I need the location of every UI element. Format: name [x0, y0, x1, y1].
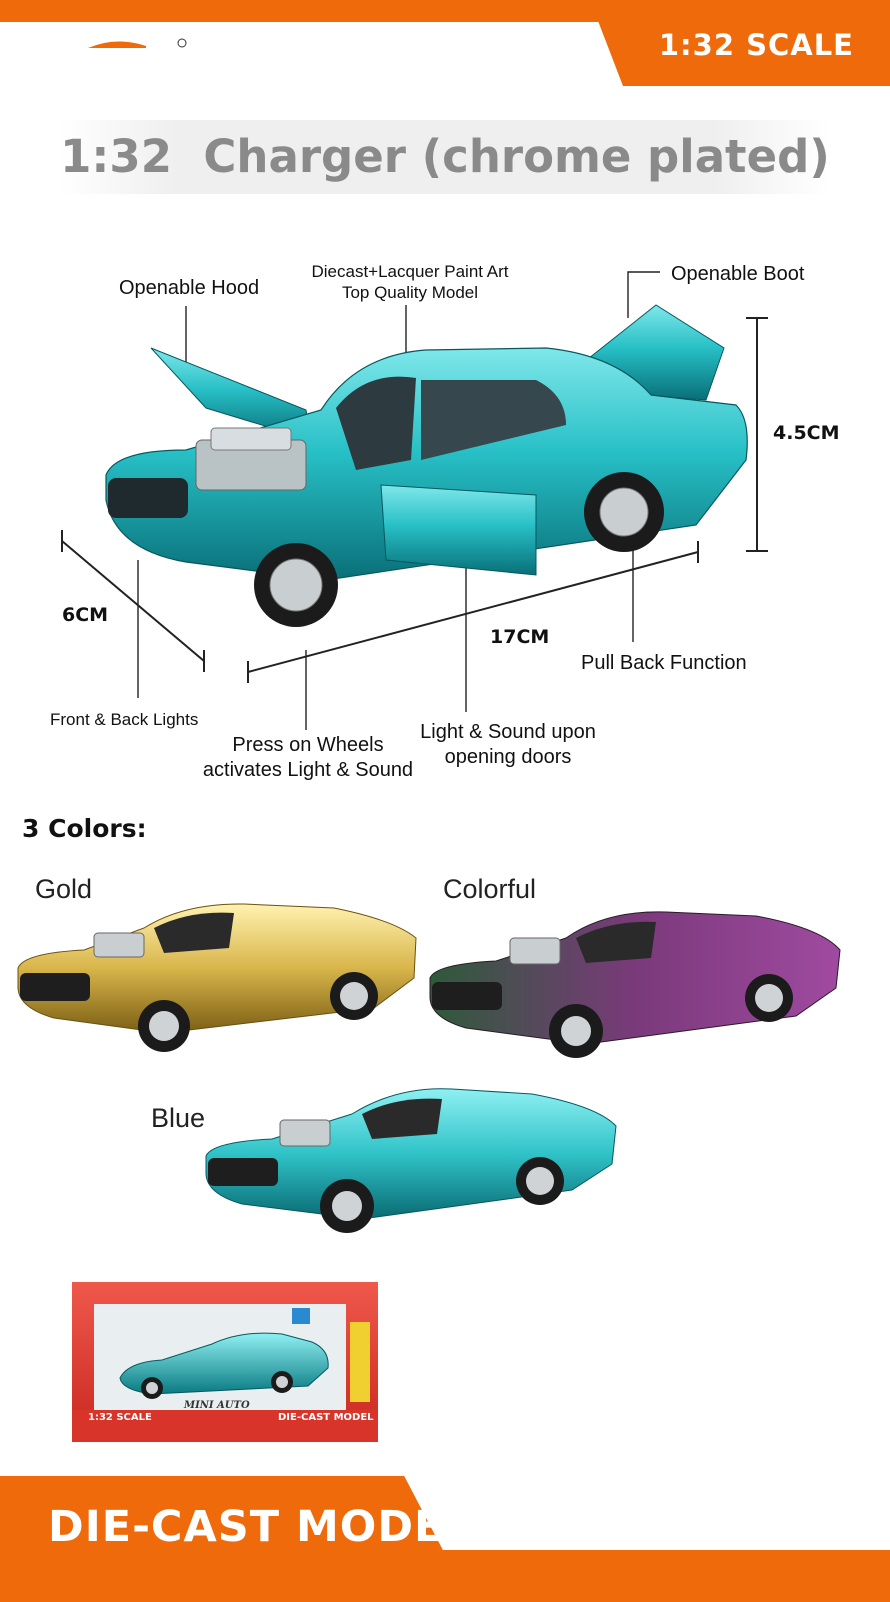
main-car-image	[105, 304, 748, 627]
footer-label: DIE-CAST MODEL	[48, 1502, 473, 1552]
callout-press-wheels-line1: Press on Wheels	[232, 734, 384, 756]
dimension-length: 17CM	[490, 626, 550, 648]
callout-diecast-line1: Diecast+Lacquer Paint Art	[311, 262, 509, 281]
package-box-image: 1:32 SCALE MINI AUTO DIE-CAST MODEL	[72, 1282, 378, 1442]
callout-light-sound-line1: Light & Sound upon	[420, 721, 596, 743]
title-band	[60, 120, 830, 194]
dimension-height: 4.5CM	[773, 422, 840, 444]
callout-openable-hood: Openable Hood	[119, 277, 260, 299]
footer-badge	[0, 1476, 470, 1602]
callout-openable-boot: Openable Boot	[671, 263, 805, 285]
brand-logo-icon	[88, 38, 187, 48]
package-scale-label: 1:32 SCALE	[88, 1412, 152, 1423]
page-title: 1:32 Charger (chrome plated)	[60, 130, 830, 183]
color-label-gold: Gold	[35, 874, 93, 904]
gold-car-image	[17, 903, 417, 1052]
package-diecast-label: DIE-CAST MODEL	[278, 1412, 374, 1423]
color-label-blue: Blue	[151, 1103, 206, 1133]
callout-light-sound-line2: opening doors	[444, 746, 572, 768]
callout-diecast-line2: Top Quality Model	[341, 283, 479, 303]
colorful-car-image	[429, 911, 841, 1058]
scale-badge	[590, 0, 890, 86]
callout-pull-back: Pull Back Function	[581, 652, 747, 674]
scale-badge-label: 1:32 SCALE	[658, 28, 854, 62]
callout-press-wheels-line2: activates Light & Sound	[202, 759, 414, 781]
callout-front-back-lights: Front & Back Lights	[50, 710, 199, 729]
colors-heading: 3 Colors:	[22, 814, 147, 843]
dimension-width: 6CM	[62, 604, 109, 626]
blue-car-image	[205, 1088, 617, 1233]
package-center-label: MINI AUTO	[184, 1400, 250, 1411]
color-label-colorful: Colorful	[443, 874, 537, 904]
callout-lines	[61, 271, 768, 730]
